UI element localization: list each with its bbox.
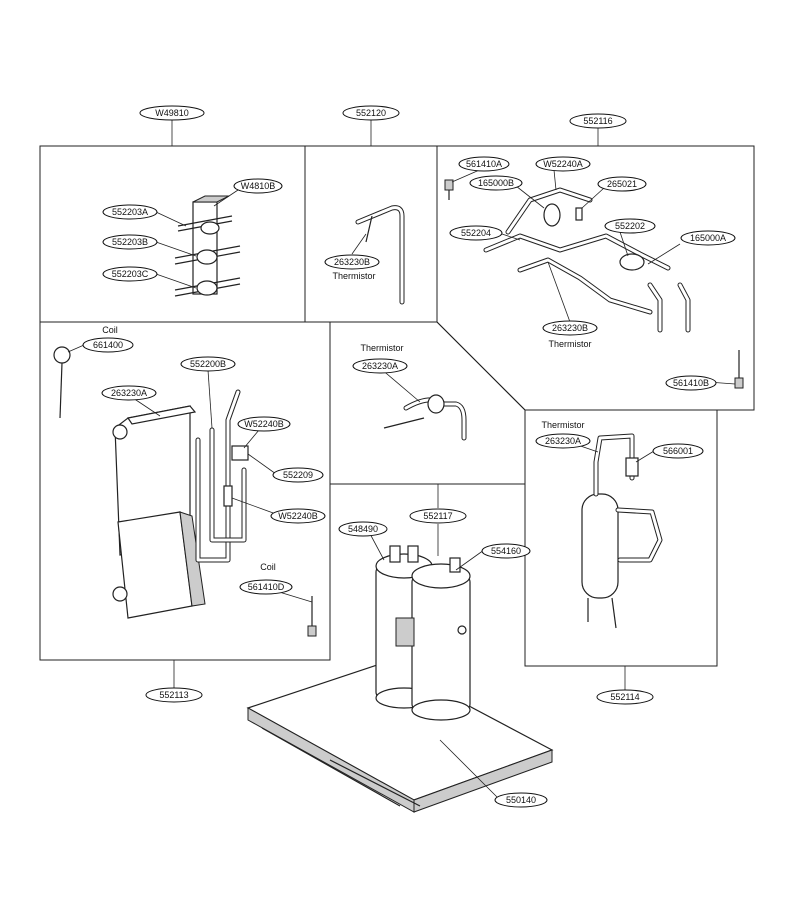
note-coil-1: Coil [102,325,118,335]
part-label-w52240a: W52240A [543,159,583,169]
part-label-263230a-3: 263230A [545,436,581,446]
part-label-552200b: 552200B [190,359,226,369]
part-label-165000a: 165000A [690,233,726,243]
part-label-552209: 552209 [283,470,313,480]
note-coil-2: Coil [260,562,276,572]
pipe-assembly-drawing [444,179,744,389]
part-label-165000b: 165000B [478,178,514,188]
part-label-552203c: 552203C [112,269,149,279]
heat-exchanger-drawing [53,346,317,637]
part-label-552203b: 552203B [112,237,148,247]
note-thermistor-4: Thermistor [541,420,584,430]
part-label-661400: 661400 [93,340,123,350]
part-label-263230b-1: 263230B [334,257,370,267]
note-thermistor-2: Thermistor [548,339,591,349]
note-thermistor-1: Thermistor [332,271,375,281]
part-label-263230b-2: 263230B [552,323,588,333]
part-label-548490: 548490 [348,524,378,534]
part-label-552203a: 552203A [112,207,148,217]
part-label-w4810b: W4810B [241,181,276,191]
frame-552114 [524,409,718,667]
part-label-554160: 554160 [491,546,521,556]
thermistor-pipe-drawing [355,205,405,305]
part-label-561410d: 561410D [248,582,285,592]
part-label-561410a: 561410A [466,159,502,169]
assembly-label-552116: 552116 [583,116,612,126]
assembly-labels: W49810 552120 552116 552113 552117 55211… [139,105,654,705]
assembly-label-552114: 552114 [610,692,639,702]
part-labels: W4810B 552203A 552203B 552203C 263230B T… [82,156,736,808]
compressor-base-drawing [246,545,554,813]
assembly-label-552120: 552120 [356,108,386,118]
part-label-550140: 550140 [506,795,536,805]
frame-552120 [304,145,438,323]
thermistor-bend-drawing [383,394,467,441]
part-label-w52240b-2: W52240B [278,511,318,521]
note-thermistor-3: Thermistor [360,343,403,353]
frame-552113 [39,321,331,661]
assembly-label-552113: 552113 [159,690,188,700]
frame-w49810 [39,145,306,323]
part-label-561410b: 561410B [673,378,709,388]
part-label-263230a-2: 263230A [362,361,398,371]
part-label-552204: 552204 [461,228,491,238]
assembly-label-552117: 552117 [423,511,452,521]
part-label-265021: 265021 [607,179,637,189]
part-label-552202: 552202 [615,221,645,231]
assembly-leaders [171,120,626,690]
valve-bracket-drawing [174,195,241,297]
part-label-566001: 566001 [663,446,693,456]
accumulator-drawing [581,433,663,629]
part-label-w52240b-1: W52240B [244,419,284,429]
part-label-263230a-1: 263230A [111,388,147,398]
assembly-label-w49810: W49810 [155,108,189,118]
